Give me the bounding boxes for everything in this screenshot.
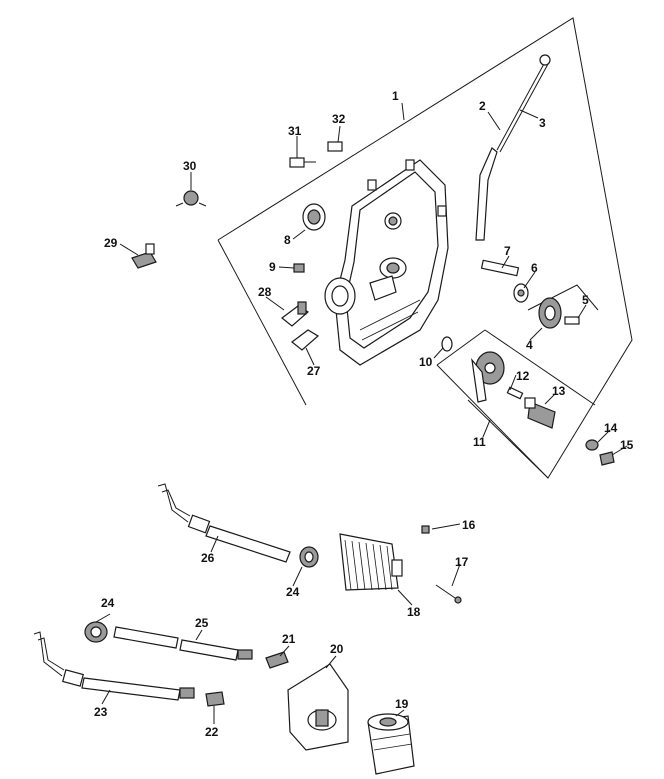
assembly-outline <box>217 17 633 479</box>
part-label-31: 31 <box>288 124 302 138</box>
sensor-28 <box>281 301 310 327</box>
part-label-9: 9 <box>269 260 276 274</box>
part-label-17: 17 <box>455 555 469 569</box>
part-label-8: 8 <box>284 233 291 247</box>
timing-cover <box>324 159 449 366</box>
governor-gear <box>471 351 505 403</box>
part-label-5: 5 <box>582 293 589 307</box>
dipstick-tube <box>475 54 551 241</box>
part-label-19: 19 <box>395 697 409 711</box>
bolt-15 <box>599 451 615 466</box>
part-label-25: 25 <box>195 616 209 630</box>
part-labels: 1 2 3 4 5 6 7 8 9 10 11 12 13 14 15 16 1… <box>94 89 634 739</box>
part-label-16: 16 <box>462 518 476 532</box>
elbow-fitting <box>131 243 157 269</box>
part-label-22: 22 <box>205 725 219 739</box>
part-label-10: 10 <box>419 355 433 369</box>
part-label-14: 14 <box>604 421 618 435</box>
hose-23 <box>33 631 195 701</box>
part-label-1: 1 <box>392 89 399 103</box>
fitting-22 <box>205 691 225 707</box>
oil-cooler <box>339 533 403 591</box>
part-label-2: 2 <box>479 99 486 113</box>
part-label-29: 29 <box>104 236 118 250</box>
oil-filter <box>367 713 415 775</box>
part-label-30: 30 <box>183 159 197 173</box>
part-label-11: 11 <box>473 435 486 449</box>
part-label-28: 28 <box>258 285 272 299</box>
washer-14 <box>585 439 599 451</box>
part-label-18: 18 <box>407 605 421 619</box>
screw-9 <box>293 263 305 273</box>
part-label-3: 3 <box>539 116 546 130</box>
gear-shaft <box>480 259 520 277</box>
pressure-switch <box>175 190 207 207</box>
bolt-5 <box>564 316 580 325</box>
part-label-21: 21 <box>282 632 296 646</box>
bolt-32 <box>327 141 343 152</box>
sensor-27 <box>291 329 320 351</box>
bolt-31 <box>289 157 316 168</box>
pin-12 <box>506 386 524 400</box>
clamp-24-lower <box>84 621 108 643</box>
part-label-27: 27 <box>307 364 321 378</box>
part-label-6: 6 <box>531 261 538 275</box>
thrust-washer <box>513 283 529 303</box>
oil-seal <box>302 203 326 231</box>
part-label-32: 32 <box>332 112 346 126</box>
part-label-24b: 24 <box>101 596 115 610</box>
part-label-23: 23 <box>94 705 108 719</box>
hose-25 <box>113 626 253 661</box>
part-label-12: 12 <box>516 369 530 383</box>
part-label-7: 7 <box>504 244 511 258</box>
oil-pump <box>524 397 556 429</box>
part-label-26: 26 <box>201 551 215 565</box>
screw-17 <box>435 584 462 604</box>
part-label-20: 20 <box>330 642 344 656</box>
gear-4 <box>538 297 562 329</box>
o-ring <box>441 336 453 352</box>
clamp-24-upper <box>299 546 319 568</box>
clip-16 <box>421 525 430 534</box>
leader-lines <box>95 102 628 724</box>
part-label-4: 4 <box>526 338 533 352</box>
part-label-24a: 24 <box>286 585 300 599</box>
fitting-21 <box>265 651 289 669</box>
part-label-13: 13 <box>552 384 566 398</box>
part-label-15: 15 <box>620 438 634 452</box>
gear-subassembly-outline <box>436 329 596 479</box>
filter-adapter <box>287 663 349 751</box>
hose-26 <box>157 483 291 563</box>
